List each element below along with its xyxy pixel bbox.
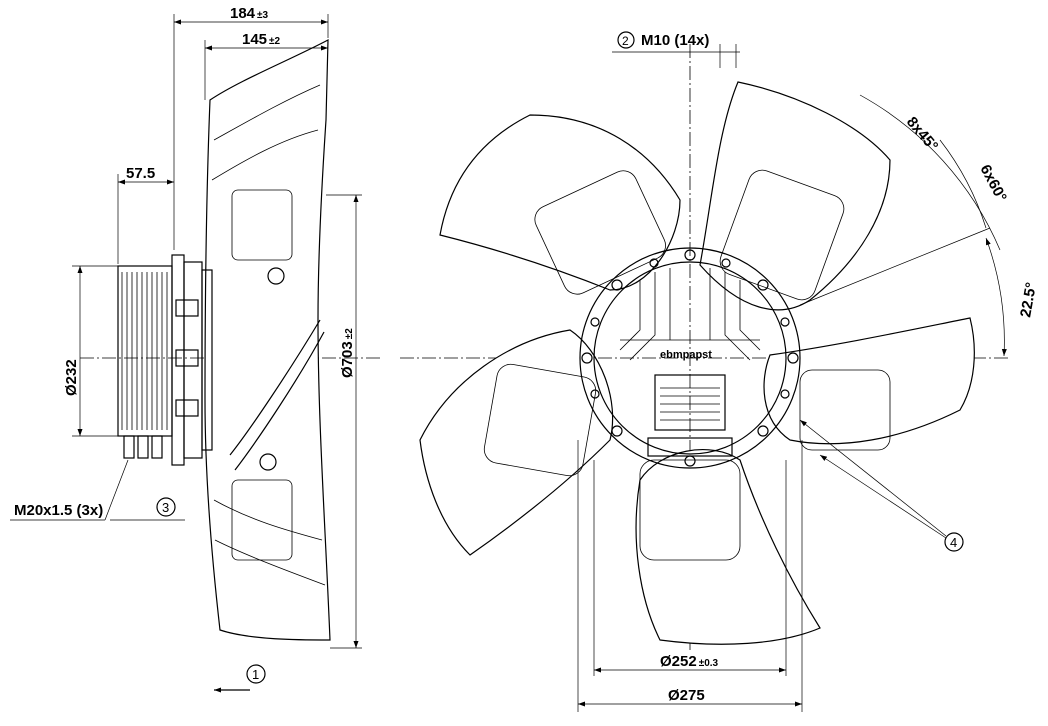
blade-left xyxy=(419,329,614,556)
blade-pocket xyxy=(534,170,666,295)
cable-gland xyxy=(123,435,135,459)
blade-pocket xyxy=(799,369,891,451)
dim-252: Ø252±0.3 xyxy=(660,653,719,670)
dim-232: Ø232 xyxy=(63,359,80,396)
mounting-holes xyxy=(581,249,799,467)
blade-rib xyxy=(229,319,321,456)
callout-3 xyxy=(156,497,176,517)
blade-right xyxy=(763,317,975,445)
callout-4-leader xyxy=(799,419,947,537)
hub-outer xyxy=(579,247,801,469)
angle-8x45: 8x45° xyxy=(903,114,941,155)
callout-4 xyxy=(944,532,964,552)
angle-6x60: 6x60° xyxy=(976,162,1009,205)
motor-housing xyxy=(117,265,173,437)
m20-leader xyxy=(104,459,129,521)
cable-gland xyxy=(137,435,149,459)
front-view: ebmpapst 2 M10 (14x) xyxy=(400,31,1040,712)
dim-57: 57.5 xyxy=(126,165,155,182)
svg-text:3: 3 xyxy=(162,500,169,515)
blade-bottom xyxy=(635,449,821,645)
blade-pocket xyxy=(639,459,741,561)
side-blade-profile xyxy=(204,38,331,641)
blade-pocket xyxy=(231,479,293,561)
balance-weight xyxy=(259,453,277,471)
blade-edge-line xyxy=(211,129,319,181)
dim-703: Ø703±2 xyxy=(339,328,356,378)
cable-gland xyxy=(151,435,163,459)
blade-rib xyxy=(234,331,325,471)
dim-275: Ø275 xyxy=(668,687,705,704)
blade-top-right xyxy=(699,81,891,311)
blade-edge-line xyxy=(213,499,323,541)
side-view: 184±3 145±2 57.5 Ø232 Ø703±2 M20x1.5 (3x… xyxy=(10,5,380,693)
balance-weight xyxy=(267,267,285,285)
callout-1 xyxy=(246,664,266,684)
callout-2 xyxy=(617,31,635,49)
logo-text: ebmpapst xyxy=(660,349,712,361)
svg-text:1: 1 xyxy=(252,667,259,682)
dim-m20: M20x1.5 (3x) xyxy=(14,502,103,519)
angle-22-5: 22.5° xyxy=(1017,281,1040,319)
bolt-head xyxy=(175,399,199,417)
mounting-flange-inner xyxy=(183,261,203,459)
bolt-head xyxy=(175,349,199,367)
hub-ring xyxy=(201,269,213,451)
hub-ribs xyxy=(619,268,761,361)
arc-22-5 xyxy=(985,237,1007,357)
dim-m10: M10 (14x) xyxy=(641,32,709,49)
blade-pocket xyxy=(231,189,293,261)
blade-edge-line xyxy=(213,84,321,141)
svg-text:4: 4 xyxy=(950,535,957,550)
arc-6x60 xyxy=(939,139,987,229)
svg-text:2: 2 xyxy=(622,34,629,48)
impeller-blades xyxy=(419,81,975,645)
dim-145: 145±2 xyxy=(242,31,281,48)
hub-inner xyxy=(593,261,787,455)
blade-pocket xyxy=(483,363,597,477)
dim-184: 184±3 xyxy=(230,5,269,22)
cooling-fins xyxy=(121,272,168,430)
blade-top-left xyxy=(439,114,681,291)
rating-label xyxy=(654,374,726,431)
mounting-flange xyxy=(171,254,185,466)
bolt-head xyxy=(175,299,199,317)
blade-pocket xyxy=(719,169,845,301)
angle-ref-line xyxy=(799,227,991,306)
blade-edge-line xyxy=(214,539,326,586)
arc-8x45 xyxy=(859,94,1001,251)
callout-4-leader xyxy=(819,454,947,539)
